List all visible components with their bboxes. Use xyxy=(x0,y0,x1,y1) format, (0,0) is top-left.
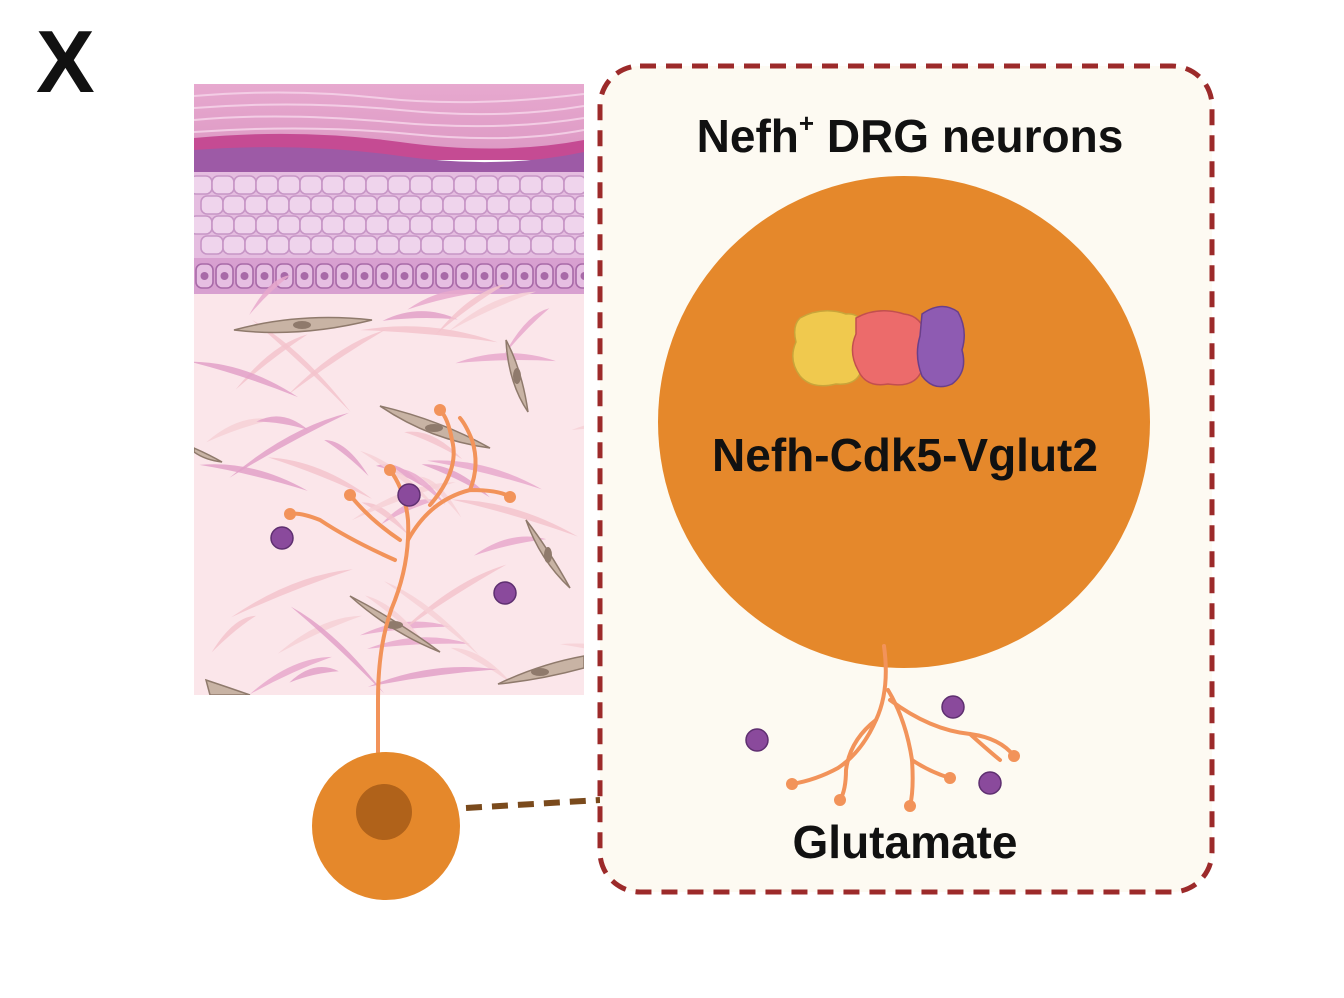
title-rest: DRG neurons xyxy=(814,110,1124,162)
protein-complex-label: Nefh-Cdk5-Vglut2 xyxy=(712,429,1098,481)
glutamate-vesicle-icon xyxy=(745,728,769,752)
glutamate-vesicle-icon xyxy=(941,695,965,719)
protein-complex-icon xyxy=(792,305,965,388)
title-main: Nefh xyxy=(696,110,799,162)
glutamate-vesicle-icon xyxy=(493,581,517,605)
skin-tissue-illustration xyxy=(194,84,584,695)
glutamate-vesicle-icon xyxy=(978,771,1002,795)
enlarged-neuron-soma xyxy=(658,176,1150,668)
callout-title: Nefh+ DRG neurons xyxy=(600,108,1220,163)
neuron-icon xyxy=(312,752,460,900)
glutamate-vesicle-icon xyxy=(397,483,421,507)
title-superscript: + xyxy=(798,108,815,138)
glutamate-vesicle-icon xyxy=(270,526,294,550)
glutamate-label: Glutamate xyxy=(792,816,1018,868)
callout-connector xyxy=(465,797,601,811)
panel-letter: X xyxy=(36,12,95,111)
axon-terminal xyxy=(790,644,1016,808)
